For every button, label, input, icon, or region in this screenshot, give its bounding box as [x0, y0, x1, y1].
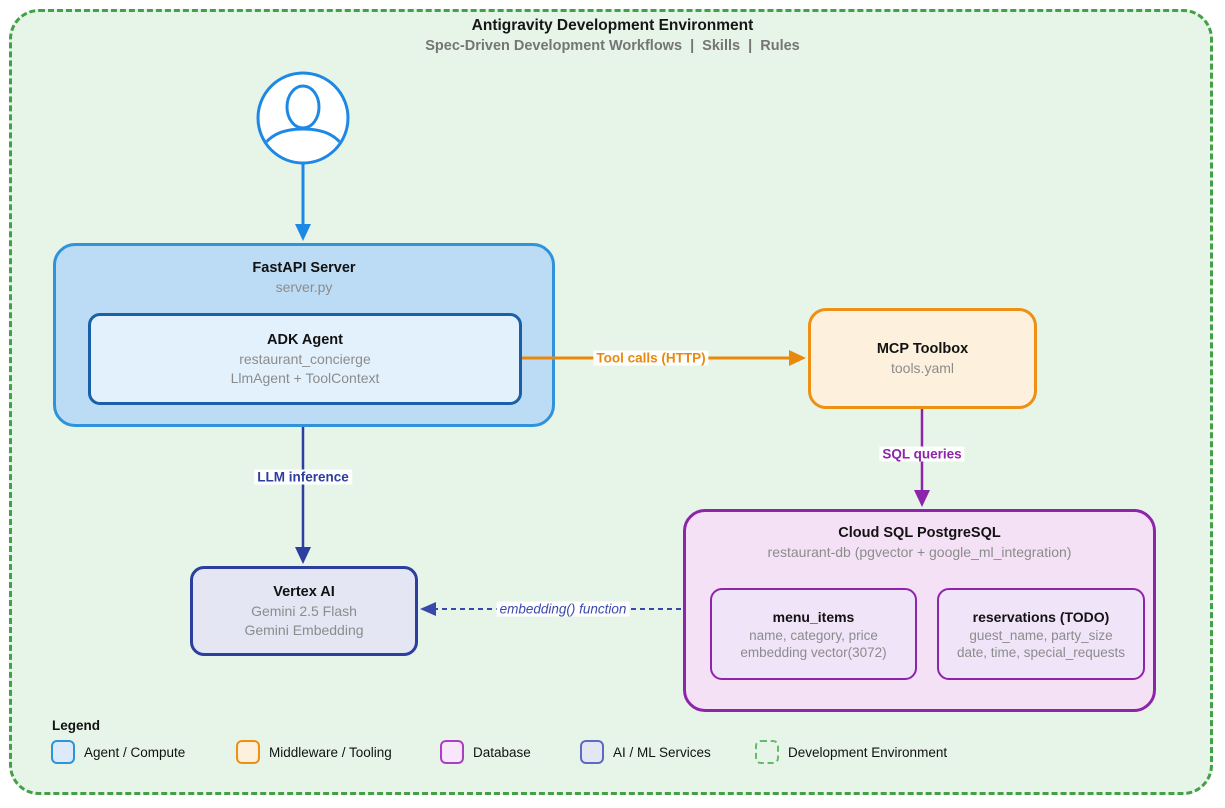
- reservations-line2: date, time, special_requests: [956, 644, 1126, 660]
- fastapi-server-title: FastAPI Server: [252, 260, 356, 276]
- vertex-ai-line2: Gemini Embedding: [244, 621, 364, 638]
- legend-item-middleware-tooling: Middleware / Tooling: [236, 740, 392, 764]
- menu-items-title: menu_items: [772, 608, 855, 625]
- legend-label: AI / ML Services: [613, 744, 711, 760]
- adk-agent-title: ADK Agent: [267, 331, 343, 348]
- cloud-sql-title: Cloud SQL PostgreSQL: [838, 525, 1001, 541]
- menu-items-line2: embedding vector(3072): [740, 644, 887, 660]
- mcp-toolbox-title: MCP Toolbox: [876, 340, 969, 357]
- vertex-ai-node: Vertex AI Gemini 2.5 Flash Gemini Embedd…: [190, 566, 418, 656]
- legend-item-ai-ml-services: AI / ML Services: [580, 740, 711, 764]
- legend-swatch-agent-compute: [51, 740, 75, 764]
- mcp-toolbox-node: MCP Toolbox tools.yaml: [808, 308, 1037, 409]
- mcp-toolbox-subtitle: tools.yaml: [890, 359, 955, 376]
- legend-title: Legend: [52, 718, 101, 733]
- reservations-line1: guest_name, party_size: [969, 627, 1113, 643]
- legend-label: Database: [473, 744, 531, 760]
- fastapi-server-subtitle: server.py: [275, 279, 333, 295]
- legend-label: Development Environment: [788, 744, 948, 760]
- legend-swatch-database: [440, 740, 464, 764]
- legend-label: Agent / Compute: [84, 744, 186, 760]
- tool-calls-label: Tool calls (HTTP): [593, 350, 709, 366]
- adk-agent-line1: restaurant_concierge: [239, 350, 371, 367]
- legend-swatch-middleware-tooling: [236, 740, 260, 764]
- sql-queries-label: SQL queries: [879, 446, 965, 462]
- cloud-sql-subtitle: restaurant-db (pgvector + google_ml_inte…: [767, 544, 1072, 560]
- adk-agent-line2: LlmAgent + ToolContext: [230, 369, 380, 386]
- adk-agent-node: ADK Agent restaurant_concierge LlmAgent …: [88, 313, 522, 405]
- vertex-ai-line1: Gemini 2.5 Flash: [251, 602, 357, 619]
- menu-items-line1: name, category, price: [749, 627, 878, 643]
- menu-items-table-node: menu_items name, category, price embeddi…: [710, 588, 917, 680]
- legend-item-agent-compute: Agent / Compute: [51, 740, 185, 764]
- legend-item-development-environment: Development Environment: [755, 740, 947, 764]
- reservations-table-node: reservations (TODO) guest_name, party_si…: [937, 588, 1145, 680]
- reservations-title: reservations (TODO): [972, 608, 1110, 625]
- legend-item-database: Database: [440, 740, 531, 764]
- llm-inference-label: LLM inference: [254, 469, 352, 485]
- page-subtitle: Spec-Driven Development Workflows | Skil…: [425, 38, 800, 54]
- legend-swatch-development-environment: [755, 740, 779, 764]
- page-title: Antigravity Development Environment: [471, 17, 754, 34]
- legend-label: Middleware / Tooling: [269, 744, 392, 760]
- vertex-ai-title: Vertex AI: [273, 583, 335, 600]
- legend-swatch-ai-ml-services: [580, 740, 604, 764]
- embedding-function-label: embedding() function: [496, 601, 630, 617]
